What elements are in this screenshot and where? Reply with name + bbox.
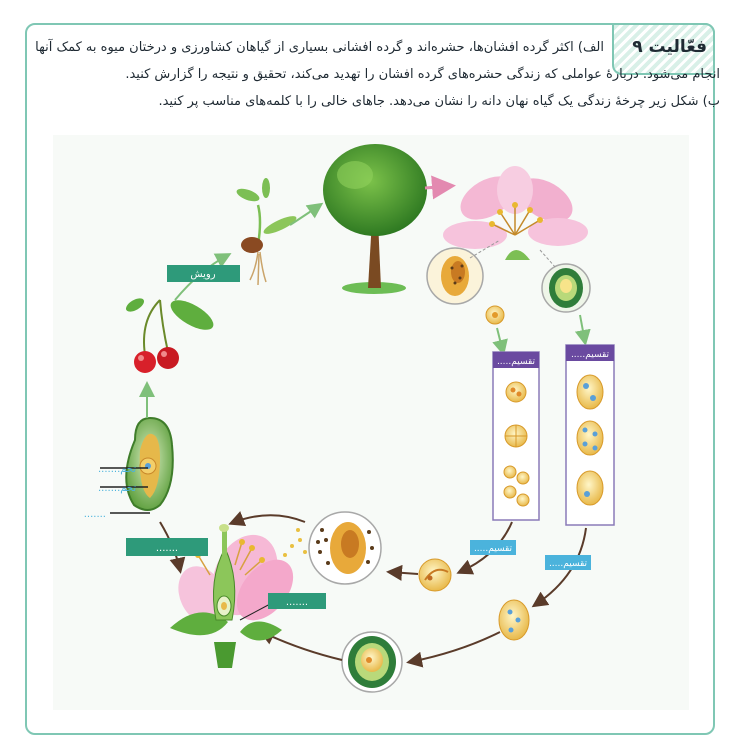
pollen-grain [485, 305, 505, 325]
division-tag-bottom: تقسیم..... [545, 555, 591, 570]
division-label-pollen: تقسیم..... [497, 357, 536, 367]
ovule-section-circle [541, 263, 591, 313]
embryo-sac [498, 599, 530, 641]
part-a-line-2: انجام می‌شود. دربارهٔ عواملی که زندگی حش… [125, 67, 720, 82]
germinated-pollen [418, 558, 452, 592]
arrow-embryo-sac-to-ovule [406, 631, 501, 668]
arrow-box-to-embryo-sac [531, 527, 587, 608]
division-box-ovule: تقسیم..... [565, 344, 615, 526]
division-label-ovule: تقسیم..... [571, 350, 610, 360]
anther-section-circle [426, 247, 484, 305]
division-box-pollen: تقسیم..... [492, 351, 540, 521]
arrow-seedling-to-tree [289, 202, 324, 226]
anther-pointer [469, 239, 501, 259]
svg-text:.......: ....... [286, 597, 308, 608]
seed-label-2: تخم....... [98, 483, 136, 494]
arrow-ovule-to-flower [258, 629, 343, 661]
arrow-ovule-to-box [574, 314, 591, 346]
tree-illustration [323, 144, 427, 294]
part-b-text: ب) شکل زیر چرخهٔ زندگی یک گیاه نهان دانه… [158, 94, 720, 109]
cherries-illustration [125, 298, 214, 373]
svg-text:تقسیم.....: تقسیم..... [474, 544, 513, 554]
activity-title: فعّالیت ۹ [632, 37, 707, 57]
stigma-pollen-circle [308, 511, 382, 585]
seedling-illustration [236, 178, 297, 286]
growth-label-box: رویش [167, 265, 240, 282]
arrow-tree-to-flower [424, 175, 456, 200]
flower-illustration-top [443, 166, 588, 260]
svg-text:تقسیم.....: تقسیم..... [549, 559, 588, 569]
flower-section-illustration [170, 524, 294, 668]
part-a-line-1: الف) اکثر گرده افشان‌ها، حشره‌اند و گرده… [35, 40, 604, 55]
arrow-pollen-to-box [492, 327, 508, 356]
svg-text:رویش: رویش [190, 269, 215, 280]
blank-box-bottom: ....... [268, 593, 326, 609]
division-tag-center: تقسیم..... [470, 540, 516, 555]
arrow-stigma-to-flower [228, 511, 306, 527]
pollen-dots [283, 528, 307, 557]
arrow-to-stigma-circle [386, 564, 419, 581]
fertilized-ovule [341, 631, 403, 693]
flower-pointer-line [239, 602, 273, 621]
activity-header-tab: فعّالیت ۹ [612, 23, 715, 75]
svg-text:.......: ....... [156, 543, 178, 554]
ovule-pointer [539, 249, 557, 269]
seed-label-1: تخم....... [98, 464, 136, 475]
blank-box-left: ....... [126, 538, 208, 556]
blank-label-dots: ....... [84, 509, 106, 520]
